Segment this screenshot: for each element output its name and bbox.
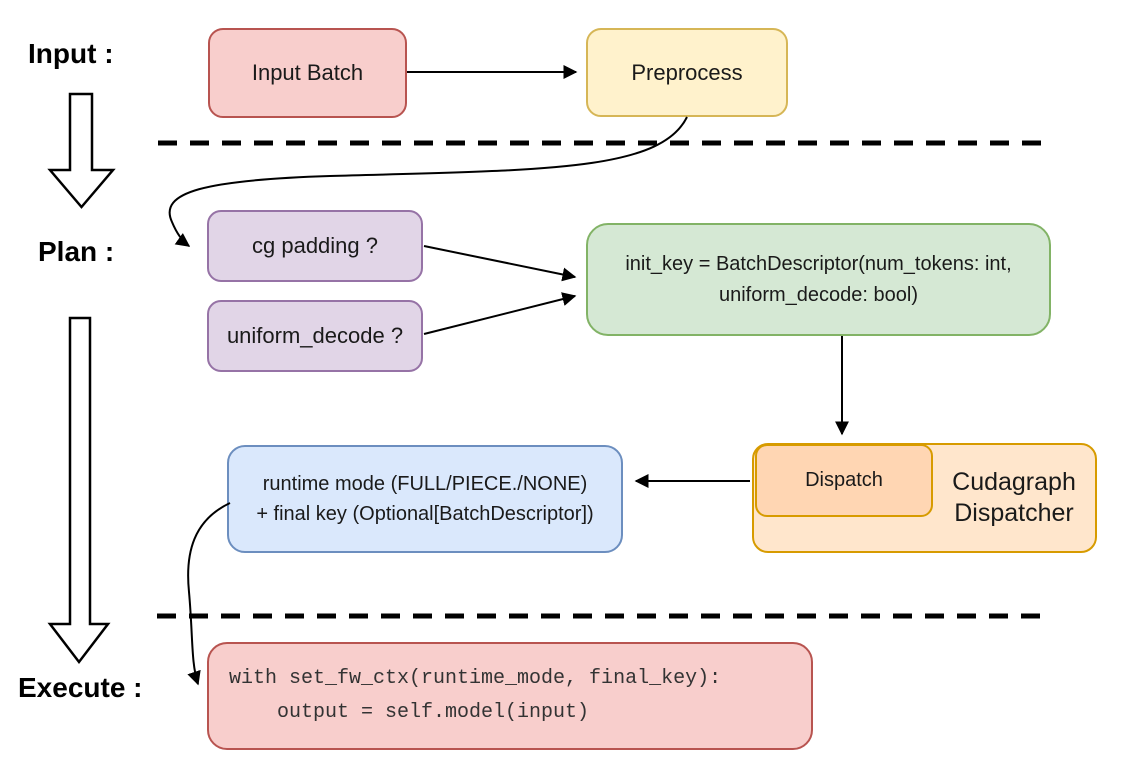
- cg-padding-label: cg padding ?: [252, 233, 378, 259]
- init-key-line-2: uniform_decode: bool): [718, 283, 918, 306]
- hollow-arrow-input-to-plan: [47, 92, 116, 209]
- arrow-cg-padding-to-init-key: [423, 245, 577, 282]
- arrow-uniform-decode-to-init-key: [423, 292, 577, 335]
- execute-code-line-1: with set_fw_ctx(runtime_mode, final_key)…: [229, 667, 722, 690]
- node-uniform-decode: uniform_decode ?: [207, 300, 423, 372]
- stage-label-plan: Plan :: [38, 236, 115, 267]
- preprocess-label: Preprocess: [631, 59, 743, 85]
- hollow-arrow-plan-to-execute: [47, 316, 111, 665]
- dispatch-label: Dispatch: [805, 469, 883, 491]
- cudagraph-dispatcher-label: Cudagraph Dispatcher: [952, 468, 1076, 527]
- node-cg-padding: cg padding ?: [207, 210, 423, 282]
- node-execute-code: with set_fw_ctx(runtime_mode, final_key)…: [207, 642, 813, 750]
- init-key-line-1: init_key = BatchDescriptor(num_tokens: i…: [625, 252, 1012, 275]
- node-input-batch: Input Batch: [208, 28, 407, 118]
- input-batch-label: Input Batch: [251, 60, 364, 86]
- stage-label-input: Input :: [28, 38, 114, 69]
- runtime-mode-line-1: runtime mode (FULL/PIECE./NONE): [262, 473, 588, 495]
- execute-code-line-2: output = self.model(input): [229, 701, 590, 724]
- stage-label-execute: Execute :: [18, 672, 143, 703]
- node-runtime-mode: runtime mode (FULL/PIECE./NONE) + final …: [227, 445, 623, 553]
- runtime-mode-line-2: + final key (Optional[BatchDescriptor]): [256, 503, 594, 525]
- uniform-decode-label: uniform_decode ?: [226, 323, 404, 349]
- node-init-key: init_key = BatchDescriptor(num_tokens: i…: [586, 223, 1051, 336]
- node-dispatch: Dispatch: [755, 444, 933, 517]
- node-preprocess: Preprocess: [586, 28, 788, 117]
